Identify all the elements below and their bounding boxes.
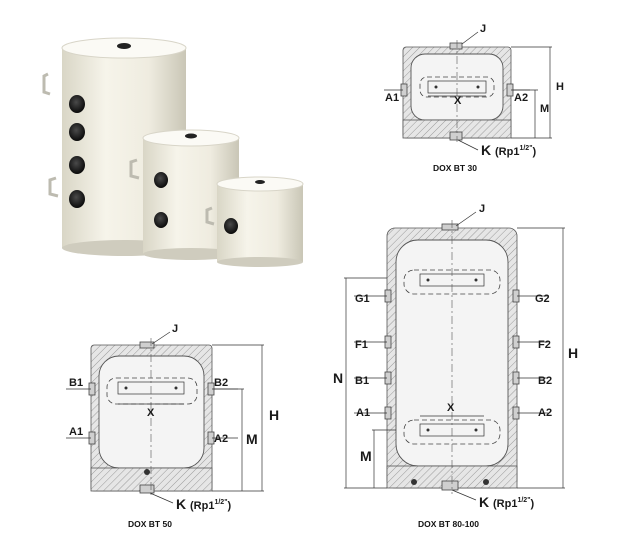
port-g1-label: G1 <box>355 293 370 305</box>
port-j-label: J <box>479 203 485 215</box>
dim-n-label: N <box>333 370 343 386</box>
port-a1-label: A1 <box>385 92 399 104</box>
port-b1-label: B1 <box>69 377 83 389</box>
drawing-dox-bt-80-100: X H N M G1 F1 B1 A1 G2 F2 B2 A2 J <box>333 203 578 529</box>
dim-m-label: M <box>246 431 258 447</box>
tank-small-image <box>205 176 304 267</box>
port-k-label: K (Rp11/2") <box>481 142 537 158</box>
port-j-label: J <box>480 23 486 35</box>
port-a1-label: A1 <box>356 407 370 419</box>
port-k-label: K (Rp11/2") <box>479 494 535 510</box>
dim-h-label: H <box>568 345 578 361</box>
caption-dox-bt-80-100: DOX BT 80-100 <box>418 519 479 529</box>
port-b2-label: B2 <box>214 377 228 389</box>
dim-x-label: X <box>147 407 155 419</box>
dim-h-label: H <box>269 407 279 423</box>
port-a2-label: A2 <box>214 433 228 445</box>
port-f2-label: F2 <box>538 339 551 351</box>
caption-dox-bt-50: DOX BT 50 <box>128 519 172 529</box>
port-a1-label: A1 <box>69 426 83 438</box>
drawing-dox-bt-30: X H M A1 A2 J K (Rp11/2") DOX BT 30 <box>384 23 564 173</box>
port-b2-label: B2 <box>538 375 552 387</box>
port-b1-label: B1 <box>355 375 369 387</box>
dim-x-label: X <box>454 95 462 107</box>
tank-photo <box>42 37 304 267</box>
port-j-label: J <box>172 323 178 335</box>
port-a2-label: A2 <box>538 407 552 419</box>
drawing-dox-bt-50: X H M B1 A1 B2 A2 J K (Rp11/2") DOX BT 5… <box>66 323 279 529</box>
port-g2-label: G2 <box>535 293 550 305</box>
dim-h-label: H <box>556 81 564 93</box>
port-icon <box>69 95 85 208</box>
port-a2-label: A2 <box>514 92 528 104</box>
port-k-label: K (Rp11/2") <box>176 496 232 512</box>
dim-m-label: M <box>360 448 372 464</box>
port-f1-label: F1 <box>355 339 368 351</box>
dim-m-label: M <box>540 103 549 115</box>
dim-x-label: X <box>447 402 455 414</box>
caption-dox-bt-30: DOX BT 30 <box>433 163 477 173</box>
